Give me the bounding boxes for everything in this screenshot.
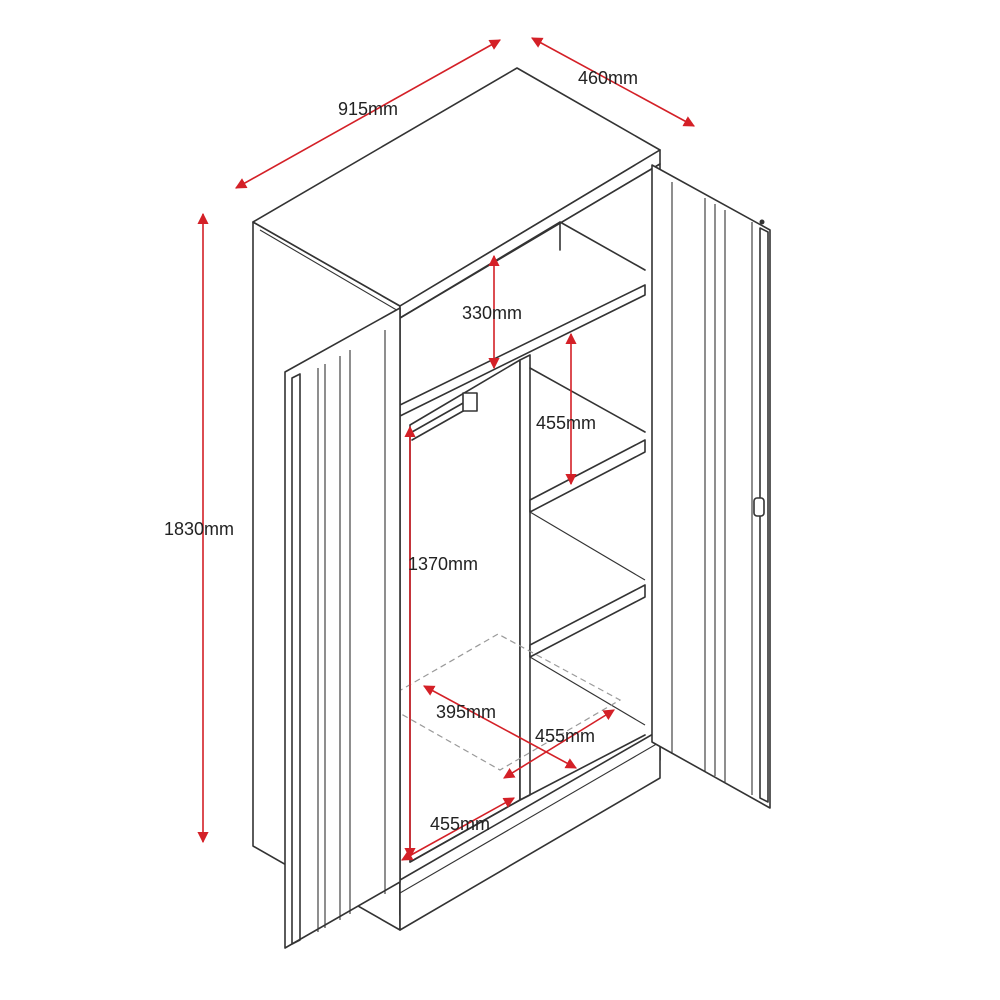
shelf-1 <box>529 439 646 513</box>
left-door-edge <box>291 373 301 945</box>
shelf-depth-label: 455mm <box>535 726 595 746</box>
hanging-height-label: 1370mm <box>408 554 478 574</box>
hanging-rail-bracket <box>462 392 478 412</box>
right-door[interactable] <box>651 164 771 809</box>
hanging-width-label: 455mm <box>430 814 490 834</box>
right-door-edge <box>759 227 769 803</box>
left-door[interactable] <box>284 307 401 949</box>
width-arrow <box>235 39 501 189</box>
shelf-1-underside <box>529 511 646 581</box>
hinge-icon <box>759 219 765 225</box>
lock-icon[interactable] <box>753 497 765 517</box>
depth-label: 460mm <box>578 68 638 88</box>
hanging-depth-label: 395mm <box>436 702 496 722</box>
shelf-2-underside <box>529 656 646 726</box>
vertical-divider <box>519 354 531 801</box>
hanging-rail-bar <box>411 397 473 433</box>
hanging-floor-guide <box>378 633 622 771</box>
hanging-rail-bar-under <box>411 405 473 441</box>
plinth-top-edge <box>399 741 661 894</box>
height-label: 1830mm <box>164 519 234 539</box>
width-label: 915mm <box>338 99 398 119</box>
dimension-labels: 915mm 460mm 1830mm 330mm 455mm 1370mm 39… <box>164 68 638 834</box>
top-compartment-label: 330mm <box>462 303 522 323</box>
cabinet-top-side-edge <box>259 229 401 313</box>
shelf-2 <box>529 584 646 658</box>
hanging-width-arrow <box>401 797 515 861</box>
right-bay-back-line <box>529 367 646 433</box>
shelf-spacing-label: 455mm <box>536 413 596 433</box>
right-door-panel <box>651 164 771 809</box>
left-door-panel <box>284 307 401 949</box>
dimension-arrows <box>197 37 695 861</box>
shelf-depth-arrow <box>503 709 615 779</box>
hanging-rail <box>411 392 478 441</box>
depth-arrow <box>531 37 695 127</box>
